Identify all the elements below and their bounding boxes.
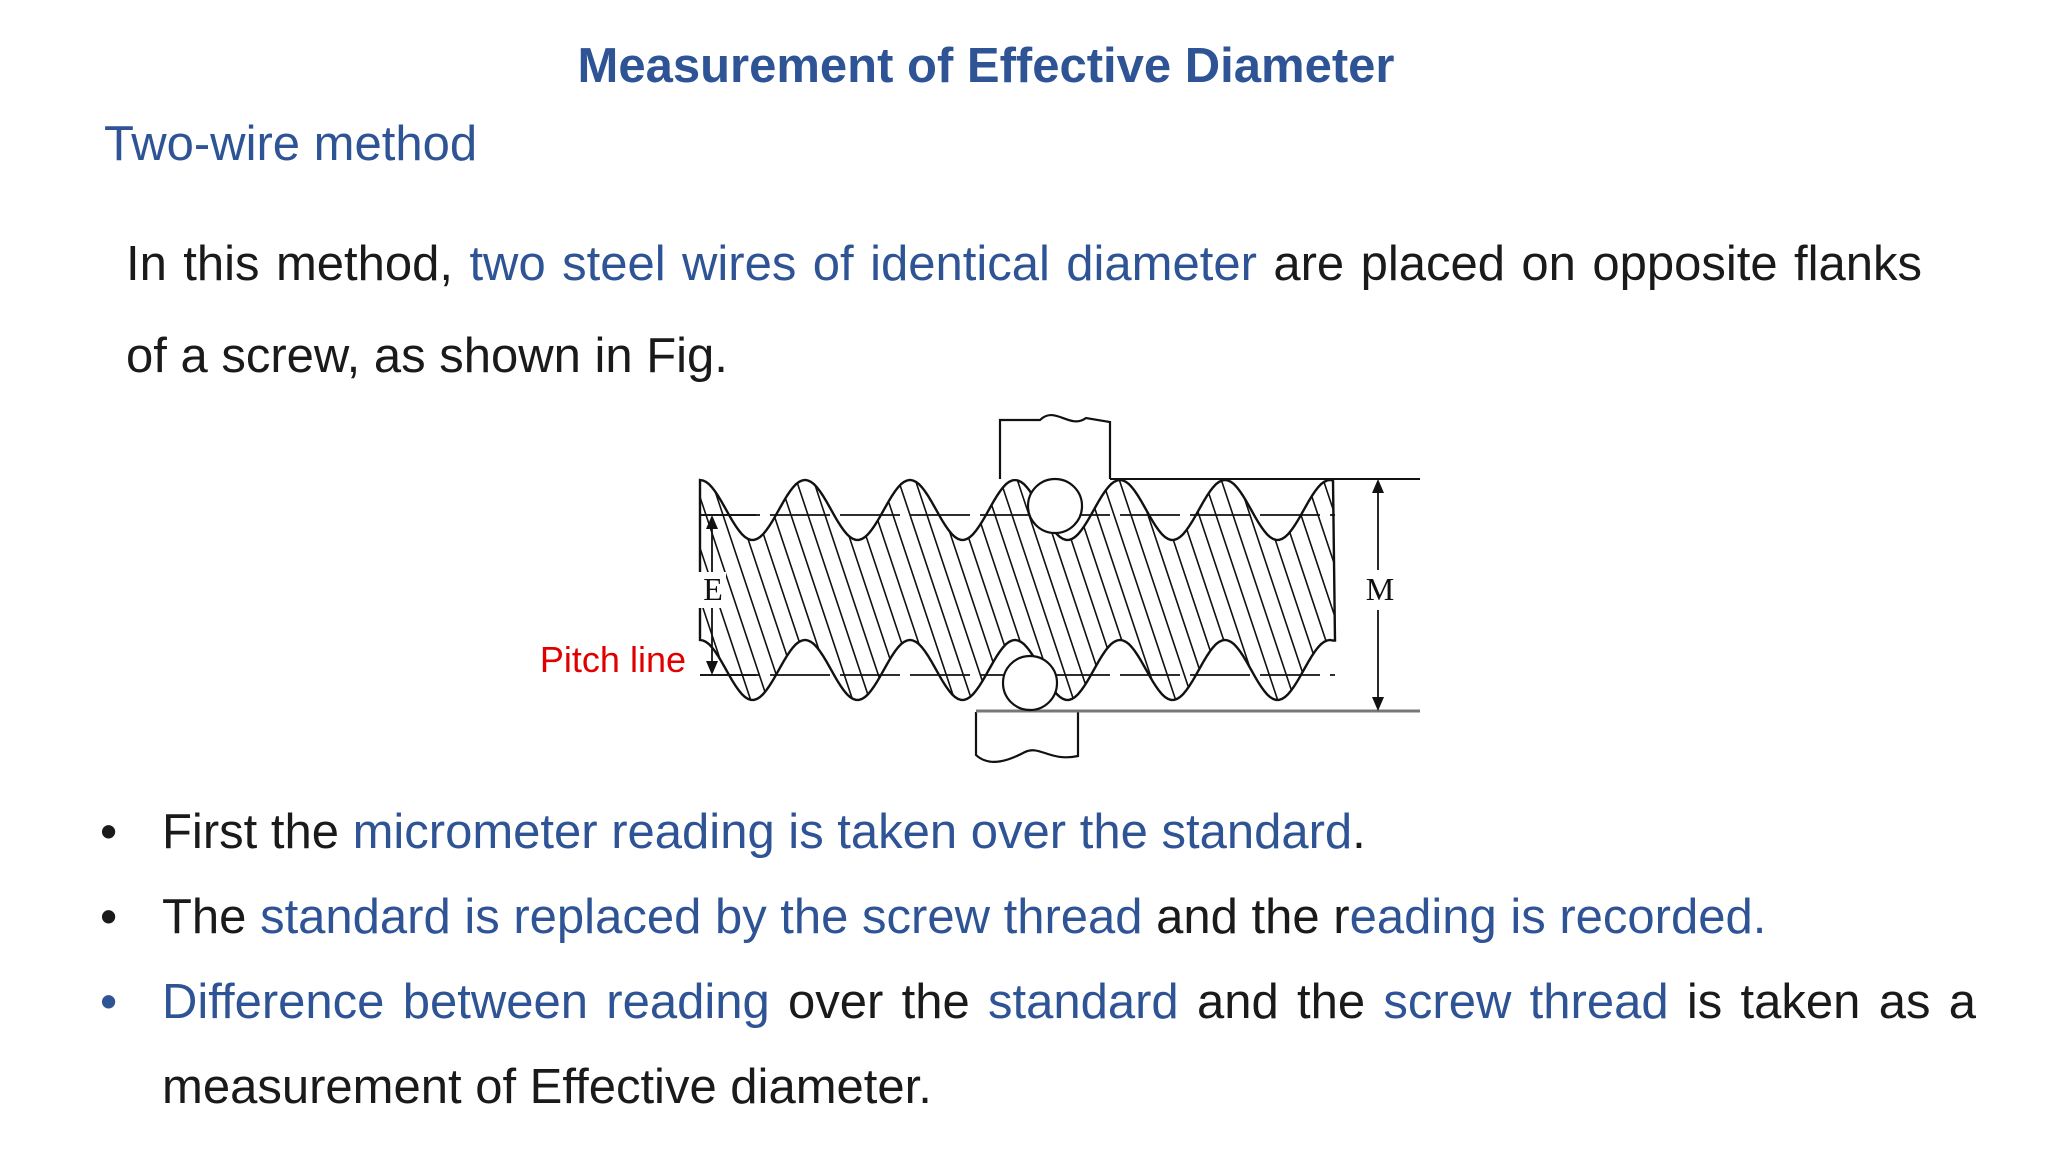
bullet-list: • First the micrometer reading is taken o…	[100, 790, 1976, 1130]
hatch-line	[724, 480, 806, 700]
upper-wire	[1026, 477, 1084, 535]
upper-anvil	[998, 413, 1112, 479]
bullet-text: over the	[769, 975, 988, 1029]
hatch-line	[1217, 480, 1299, 700]
bullet-marker: •	[100, 975, 118, 1029]
bullet-item-3: • Difference between reading over the sta…	[100, 960, 1976, 1130]
hatch-line	[1285, 480, 1335, 700]
intro-paragraph: In this method, two steel wires of ident…	[126, 218, 1922, 402]
bullet-item-1: • First the micrometer reading is taken o…	[100, 790, 1976, 875]
hatch-line	[843, 480, 925, 700]
hatch-line	[1081, 480, 1163, 700]
para-text: In this method,	[126, 237, 470, 291]
hatch-line	[1200, 480, 1282, 700]
bullet-item-2: • The standard is replaced by the screw t…	[100, 875, 1976, 960]
hatch-line	[809, 480, 891, 700]
bullet-text: First the	[162, 805, 353, 859]
bullet-highlight: eading is recorded.	[1349, 890, 1767, 944]
hatch-line	[1098, 480, 1180, 700]
bullet-highlight: micrometer reading is taken over the sta…	[352, 805, 1353, 859]
hatch-line	[1268, 480, 1335, 700]
hatch-line	[1149, 480, 1231, 700]
hatch-line	[1405, 470, 1440, 710]
screw-thread-outline	[698, 478, 1337, 702]
e-arrow-up	[706, 515, 718, 529]
slide-subtitle: Two-wire method	[104, 117, 478, 171]
hatch-line	[1319, 480, 1335, 700]
e-arrow-down	[706, 661, 718, 675]
hatch-line	[775, 480, 857, 700]
label-m: M	[1366, 571, 1394, 607]
bullet-highlight: standard is replaced by the screw thread	[260, 890, 1143, 944]
bullet-highlight: screw thread	[1383, 975, 1669, 1029]
bullet-text: and the r	[1142, 890, 1350, 944]
lower-anvil	[974, 712, 1080, 763]
bullet-marker: •	[100, 890, 118, 944]
label-e: E	[703, 571, 723, 607]
hatch-line	[1166, 480, 1248, 700]
bullet-text: The	[162, 890, 261, 944]
pitch-line-label: Pitch line	[540, 639, 686, 680]
bullet-highlight: standard	[988, 975, 1179, 1029]
para-highlight: two steel wires of identical diameter	[469, 237, 1257, 291]
slide-title: Measurement of Effective Diameter	[577, 39, 1395, 93]
m-arrow-up	[1372, 479, 1384, 493]
bullet-highlight: Difference between reading	[162, 975, 770, 1029]
para-text: are placed on opposite flanks of a screw…	[126, 237, 1922, 383]
hatch-line	[758, 480, 840, 700]
hatch-line	[707, 480, 789, 700]
hatch-line	[1115, 480, 1197, 700]
m-arrow-down	[1372, 697, 1384, 711]
hatch-line	[700, 480, 772, 700]
bullet-text: .	[1352, 805, 1366, 859]
hatch-line	[860, 480, 942, 700]
two-wire-figure: E Pitch line M	[540, 413, 1440, 763]
hatch-line	[1251, 480, 1333, 700]
hatch-line	[826, 480, 908, 700]
hatch-line	[911, 480, 993, 700]
hatch-line	[1302, 480, 1335, 700]
bullet-marker: •	[100, 805, 118, 859]
bullet-text: and the	[1178, 975, 1384, 1029]
bullet-text: is taken as a measurement of Effective d…	[162, 975, 1976, 1114]
hatch-line	[1234, 480, 1316, 700]
hatch-line	[792, 480, 874, 700]
hatch-line	[877, 480, 959, 700]
lower-wire	[1001, 654, 1059, 712]
hatch-line	[996, 480, 1078, 700]
hatch-line	[894, 480, 976, 700]
hatch-line	[928, 480, 1010, 700]
